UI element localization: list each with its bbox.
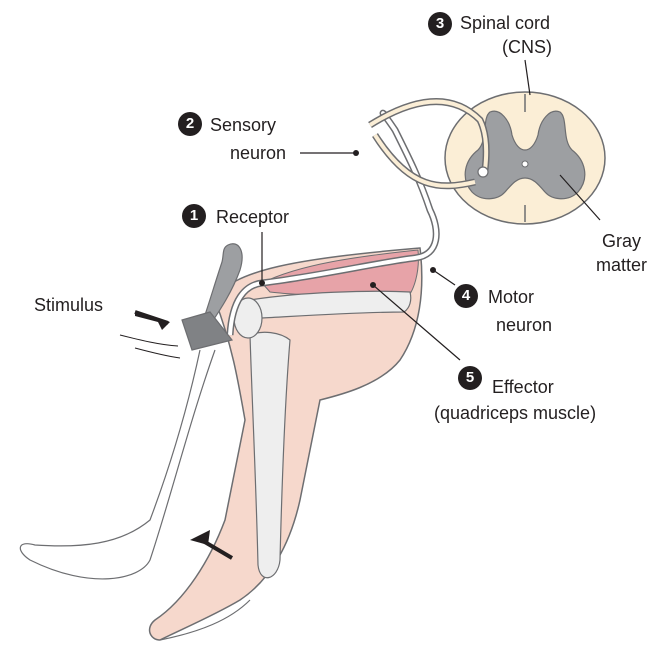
motor-leader [433, 270, 455, 285]
motor-neuron-sublabel: neuron [496, 314, 552, 336]
effector-number-badge: 5 [458, 366, 482, 390]
spinal-cord-sublabel: (CNS) [487, 36, 567, 58]
motor-neuron-label: Motor [488, 286, 534, 308]
receptor-number-badge: 1 [182, 204, 206, 228]
kicked-leg-outline [20, 350, 215, 579]
sensory-neuron-sublabel: neuron [230, 142, 286, 164]
motion-lines [120, 335, 180, 358]
neuron-cell-body [478, 167, 488, 177]
spinal-cord-number-badge: 3 [428, 12, 452, 36]
stimulus-label: Stimulus [34, 294, 103, 316]
gray-matter-sublabel: matter [596, 254, 647, 276]
sensory-neuron-label: Sensory [210, 114, 276, 136]
spinal-cord-label: Spinal cord [460, 12, 550, 34]
arrows [120, 312, 232, 558]
effector-label: Effector [492, 376, 554, 398]
motor-neuron-number-badge: 4 [454, 284, 478, 308]
sensory-neuron-number-badge: 2 [178, 112, 202, 136]
leg [150, 248, 422, 640]
central-canal [522, 161, 528, 167]
effector-sublabel: (quadriceps muscle) [434, 402, 596, 424]
gray-matter-label: Gray [602, 230, 641, 252]
receptor-label: Receptor [216, 206, 289, 228]
spinal-cord-leader [525, 60, 530, 95]
